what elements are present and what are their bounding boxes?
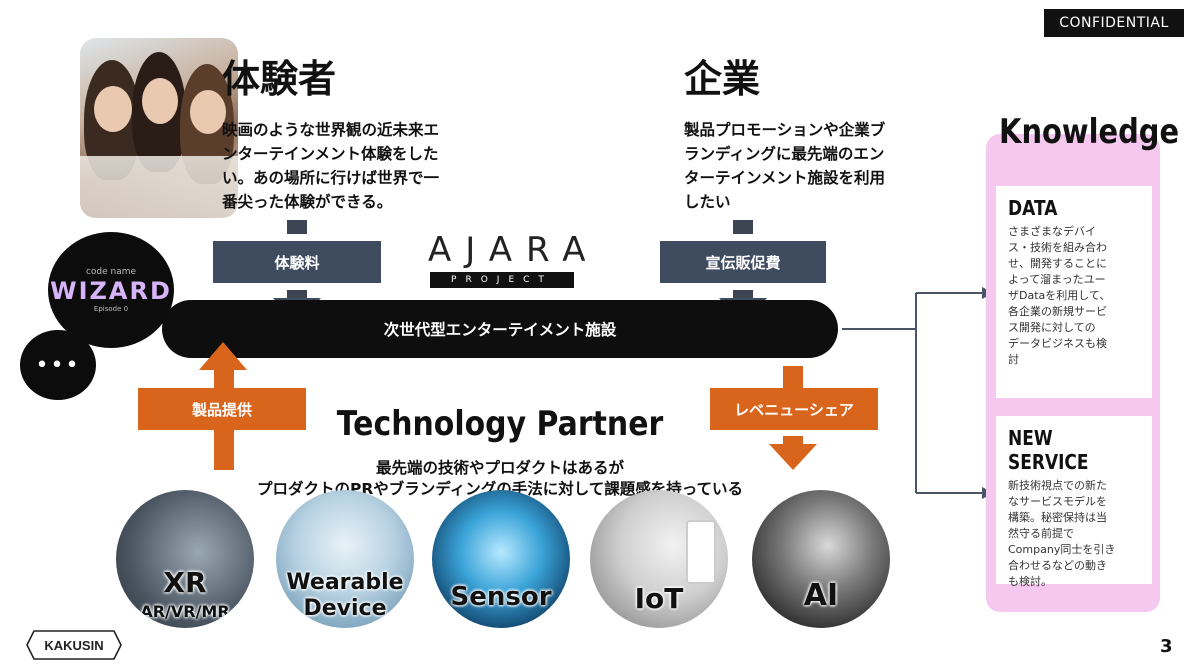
new-service-card: NEW SERVICE 新技術視点での新た なサービスモデルを 構築。秘密保持は… xyxy=(996,416,1152,588)
fee-box: 体験料 xyxy=(213,241,381,283)
experiencer-photo xyxy=(80,38,238,218)
wizard-logo: code name WIZARD Episode 0 xyxy=(48,232,174,348)
ad-connector xyxy=(733,220,753,234)
data-card-title: DATA xyxy=(1008,196,1058,220)
page-number: 3 xyxy=(1160,636,1173,657)
new-service-card-text: 新技術視点での新た なサービスモデルを 構築。秘密保持は当 然守る前提で Com… xyxy=(1008,479,1116,588)
revenue-box: レベニューシェア xyxy=(710,388,878,430)
ad-connector-lower xyxy=(733,290,753,300)
fee-connector xyxy=(287,220,307,234)
ajara-logo-word: AJARA xyxy=(428,230,600,270)
facility-pill: 次世代型エンターテイメント施設 xyxy=(162,300,838,358)
more-icon: ••• xyxy=(20,330,96,400)
tech-partner-description: 最先端の技術やプロダクトはあるが プロダクトのPRやブランディングの手法に対して… xyxy=(257,459,743,498)
tech-circle-wearable: Wearable Device xyxy=(276,490,414,628)
product-connector-lower xyxy=(214,430,234,470)
product-box: 製品提供 xyxy=(138,388,306,430)
ajara-logo: AJARA PROJECT xyxy=(428,230,600,288)
kakusin-logo-text: KAKUSIN xyxy=(44,638,103,653)
ajara-logo-sub: PROJECT xyxy=(430,272,574,288)
product-arrow-up-icon xyxy=(199,342,247,370)
product-connector xyxy=(214,369,234,389)
confidential-badge: CONFIDENTIAL xyxy=(1044,9,1184,37)
wizard-logo-sub: Episode 0 xyxy=(93,305,129,313)
tech-partner-title: Technology Partner xyxy=(336,404,664,444)
kakusin-logo: KAKUSIN xyxy=(26,630,122,660)
data-card-text: さまざまなデバイ ス・技術を組み合わ せ、開発することに よって溜まったユー ザ… xyxy=(1008,225,1111,366)
company-title: 企業 xyxy=(684,57,761,101)
experiencer-description: 映画のような世界観の近未来エ ンターテインメント体験をした い。あの場所に行けば… xyxy=(222,121,440,211)
tech-circle-xr: XR AR/VR/MR xyxy=(116,490,254,628)
experiencer-title: 体験者 xyxy=(222,57,337,101)
knowledge-title: Knowledge xyxy=(999,112,1180,152)
revenue-connector xyxy=(783,366,803,388)
tech-circle-iot: IoT xyxy=(590,490,728,628)
tech-circle-sensor: Sensor xyxy=(432,490,570,628)
new-service-card-title: NEW SERVICE xyxy=(1008,426,1089,474)
knowledge-connector xyxy=(842,287,994,499)
company-description: 製品プロモーションや企業ブ ランディングに最先端のエン ターテインメント施設を利… xyxy=(684,121,886,211)
tech-circle-ai: AI xyxy=(752,490,890,628)
ad-box: 宣伝販促費 xyxy=(660,241,826,283)
fee-connector-lower xyxy=(287,290,307,300)
wizard-logo-word: WIZARD xyxy=(50,277,172,305)
revenue-arrow-down-icon xyxy=(769,444,817,470)
revenue-connector-lower xyxy=(783,436,803,446)
wizard-logo-small: code name xyxy=(85,267,137,277)
data-card: DATA さまざまなデバイ ス・技術を組み合わ せ、開発することに よって溜まっ… xyxy=(996,186,1152,398)
